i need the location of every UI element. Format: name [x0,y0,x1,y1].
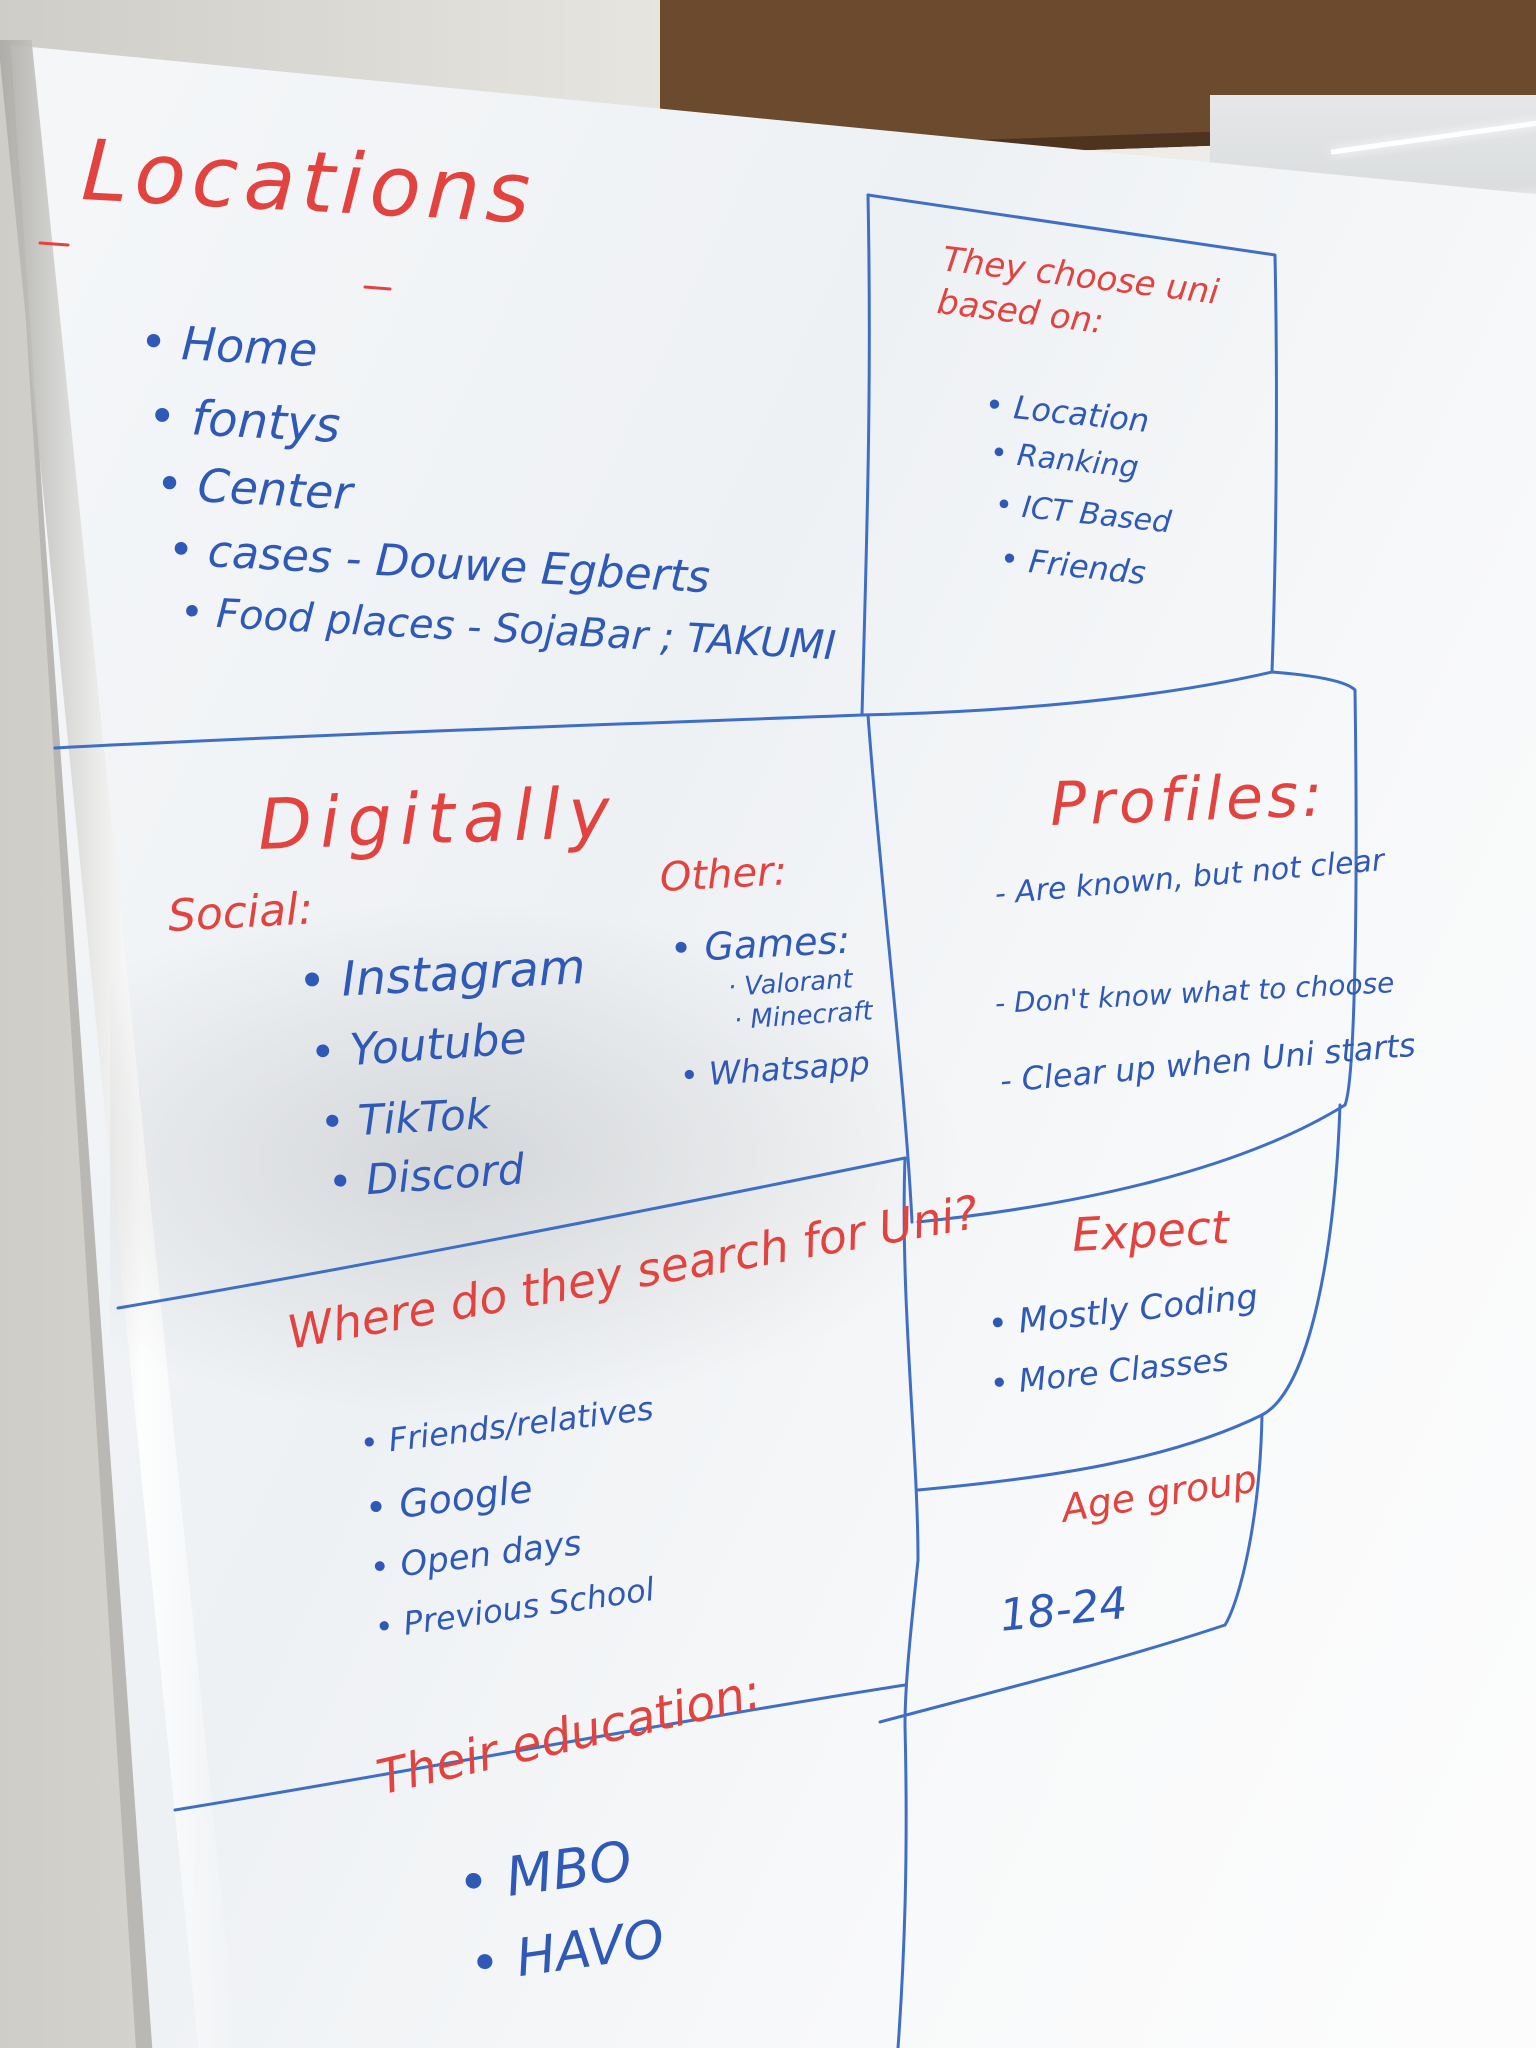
divider-line [903,1558,920,1727]
divider-line [902,1156,920,1562]
locations-item-label: fontys [190,390,342,455]
locations-item: • fontys [146,388,342,455]
divider-line [116,1156,907,1310]
locations-item: • Home [138,314,319,378]
divider-line [860,193,871,717]
divider-line [896,1723,908,2048]
age-group-value: 18-24 [997,1577,1130,1642]
social-item: • Instagram [296,938,587,1010]
games-label: • Games: [668,917,852,971]
locations-item-label: Center [196,458,354,521]
divider-line [916,1413,1264,1492]
social-item: • TikTok [318,1089,492,1147]
divider-line [1343,688,1358,1107]
divider-line [173,1683,907,1812]
divider-line [53,713,864,750]
social-item-label: TikTok [356,1089,492,1145]
locations-item: • Center [154,456,354,521]
other-heading: Other: [658,848,789,901]
divider-line [860,670,1357,717]
locations-item-label: Home [180,316,319,378]
divider-line [1260,1103,1342,1417]
locations-title: Locations [79,121,539,243]
digitally-title: Digitally [256,771,620,866]
red-underline-stroke [363,285,392,291]
divider-line [878,1623,1227,1724]
expect-title: Expect [1070,1199,1231,1262]
social-heading: Social: [166,883,315,942]
red-underline-stroke [38,241,70,247]
divider-line [916,1103,1347,1224]
divider-line [866,193,1278,674]
divider-line [1223,1413,1264,1627]
divider-line [866,713,914,1224]
board-reflection [110,900,970,1420]
games-label-text: Games: [703,917,852,970]
whiteboard [10,45,1536,2048]
profiles-title: Profiles: [1048,760,1328,840]
